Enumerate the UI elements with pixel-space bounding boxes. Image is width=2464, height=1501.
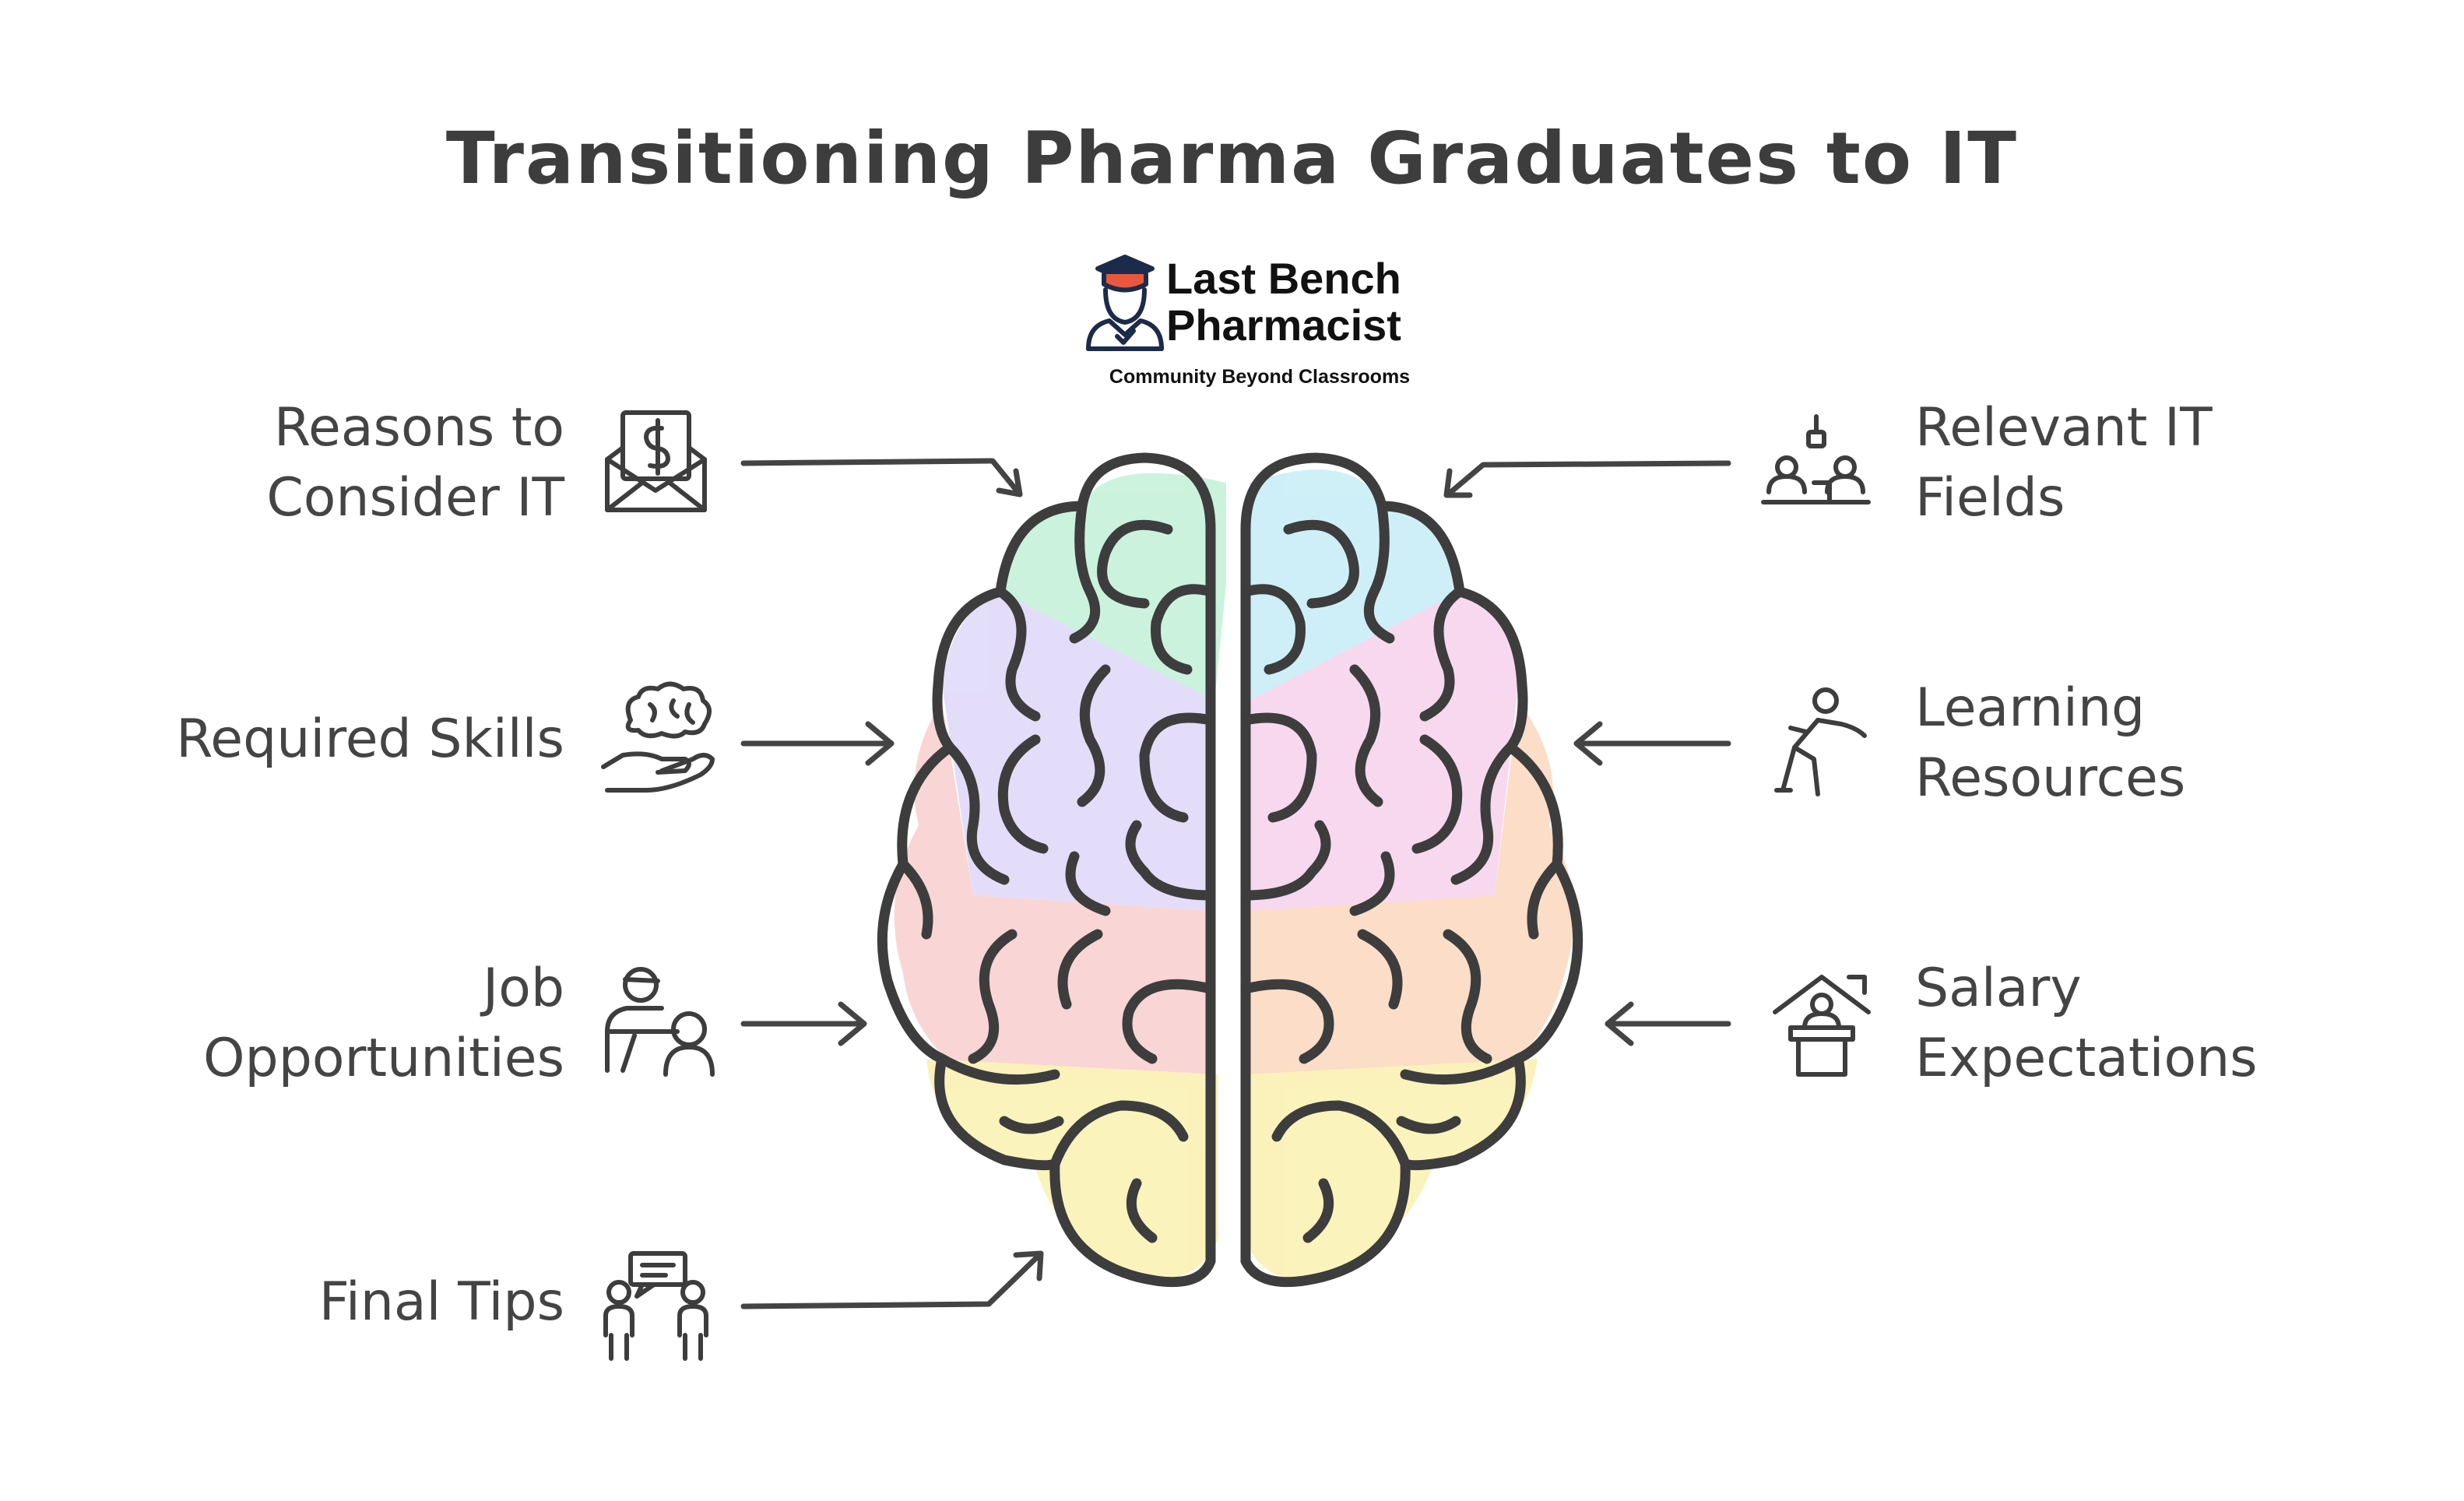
arrow-reasons bbox=[740, 458, 1023, 497]
region-orange bbox=[1250, 701, 1574, 1082]
label-reasons-to-consider-it: Reasons to Consider IT bbox=[19, 393, 564, 533]
logo-tagline: Community Beyond Classrooms bbox=[1109, 366, 1411, 388]
people-chat-icon bbox=[603, 1251, 708, 1361]
label-line: Fields bbox=[1915, 467, 2065, 529]
label-line: Required Skills bbox=[176, 708, 564, 770]
brain-in-hand-icon bbox=[601, 681, 715, 793]
label-learning-resources: Learning Resources bbox=[1915, 673, 2460, 814]
arrow-learning bbox=[1573, 721, 1731, 766]
label-relevant-it-fields: Relevant IT Fields bbox=[1915, 393, 2460, 533]
label-job-opportunities: Job Opportunities bbox=[19, 954, 564, 1094]
label-line: Learning bbox=[1915, 677, 2146, 739]
label-line: Final Tips bbox=[318, 1271, 564, 1333]
team-desk-icon bbox=[1761, 414, 1871, 504]
graduate-logo-icon bbox=[1086, 255, 1164, 351]
house-podium-icon bbox=[1773, 975, 1871, 1077]
logo-line2: Pharmacist bbox=[1166, 301, 1401, 350]
label-required-skills: Required Skills bbox=[19, 705, 564, 775]
label-line: Consider IT bbox=[266, 467, 564, 529]
logo-line1: Last Bench bbox=[1166, 254, 1401, 303]
arrow-final bbox=[740, 1250, 1044, 1309]
logo-text: Last Bench Pharmacist bbox=[1166, 255, 1401, 349]
label-salary-expectations: Salary Expectations bbox=[1915, 954, 2460, 1094]
job-interview-icon bbox=[605, 967, 715, 1077]
label-line: Resources bbox=[1915, 747, 2186, 809]
region-red bbox=[894, 701, 1214, 1082]
label-line: Expectations bbox=[1915, 1028, 2258, 1089]
brain-outline bbox=[877, 452, 1583, 1288]
region-yellow bbox=[926, 1059, 1218, 1279]
connector-arrows bbox=[740, 458, 1731, 1309]
region-yellow-right bbox=[1246, 1059, 1538, 1279]
arrow-relevant bbox=[1443, 460, 1731, 498]
arrow-salary bbox=[1605, 1001, 1731, 1046]
label-line: Job bbox=[483, 958, 564, 1019]
label-line: Reasons to bbox=[273, 397, 564, 459]
label-final-tips: Final Tips bbox=[19, 1267, 564, 1338]
label-line: Salary bbox=[1915, 958, 2082, 1019]
label-line: Relevant IT bbox=[1915, 397, 2213, 459]
brain-illustration bbox=[877, 452, 1583, 1288]
page-title: Transitioning Pharma Graduates to IT bbox=[445, 117, 2019, 200]
arrow-job bbox=[740, 1001, 867, 1046]
money-envelope-icon bbox=[605, 410, 707, 512]
label-line: Opportunities bbox=[203, 1028, 564, 1089]
person-running-icon bbox=[1774, 687, 1867, 796]
arrow-skills bbox=[740, 721, 895, 766]
